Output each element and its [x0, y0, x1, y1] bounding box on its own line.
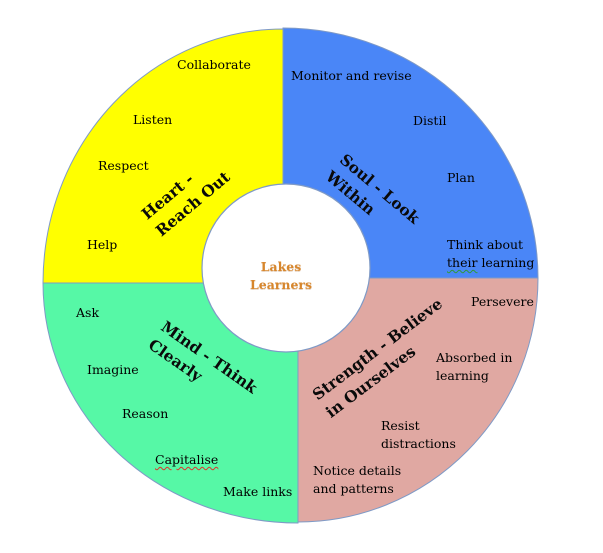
mind-item-capitalise: Capitalise — [155, 451, 218, 469]
strength-quadrant — [297, 277, 539, 523]
soul-item-line1: Think about — [447, 237, 524, 252]
mind-quadrant — [42, 282, 299, 524]
mind-item-imagine: Imagine — [87, 362, 139, 377]
strength-item-line2: and patterns — [313, 481, 394, 496]
soul-item-distil: Distil — [413, 113, 447, 128]
strength-item-persevere: Persevere — [471, 294, 534, 309]
heart-item-help: Help — [87, 237, 118, 252]
mind-item-make-links: Make links — [223, 484, 293, 499]
center-hub — [201, 183, 371, 353]
strength-item-line1: Resist — [381, 418, 420, 433]
heart-item-respect: Respect — [98, 158, 149, 173]
strength-item-line1: Absorbed in — [436, 350, 513, 365]
strength-item-resist-distractions: Resist distractions — [381, 417, 456, 453]
spellcheck-word-capitalise: Capitalise — [155, 452, 219, 467]
soul-item-monitor-and-revise: Monitor and revise — [291, 68, 412, 83]
soul-item-plan: Plan — [447, 170, 475, 185]
mind-item-ask: Ask — [76, 305, 100, 320]
spellcheck-word-their: their — [447, 255, 478, 270]
strength-item-line2: learning — [436, 368, 489, 383]
strength-item-line2: distractions — [381, 436, 456, 451]
strength-item-notice-details-and-patterns: Notice details and patterns — [313, 462, 401, 498]
heart-item-listen: Listen — [133, 112, 173, 127]
center-label-line1: Lakes — [260, 259, 302, 274]
heart-item-collaborate: Collaborate — [177, 57, 251, 72]
soul-item-line2: their learning — [447, 254, 534, 272]
strength-item-absorbed-in-learning: Absorbed in learning — [436, 349, 512, 385]
strength-item-line1: Notice details — [313, 463, 402, 478]
soul-item-think-about-their-learning: Think about their learning — [447, 236, 534, 272]
center-label-line2: Learners — [249, 277, 313, 292]
mind-item-reason: Reason — [122, 406, 169, 421]
soul-item-line2-rest: learning — [481, 255, 535, 270]
center-label: Lakes Learners — [221, 258, 341, 294]
